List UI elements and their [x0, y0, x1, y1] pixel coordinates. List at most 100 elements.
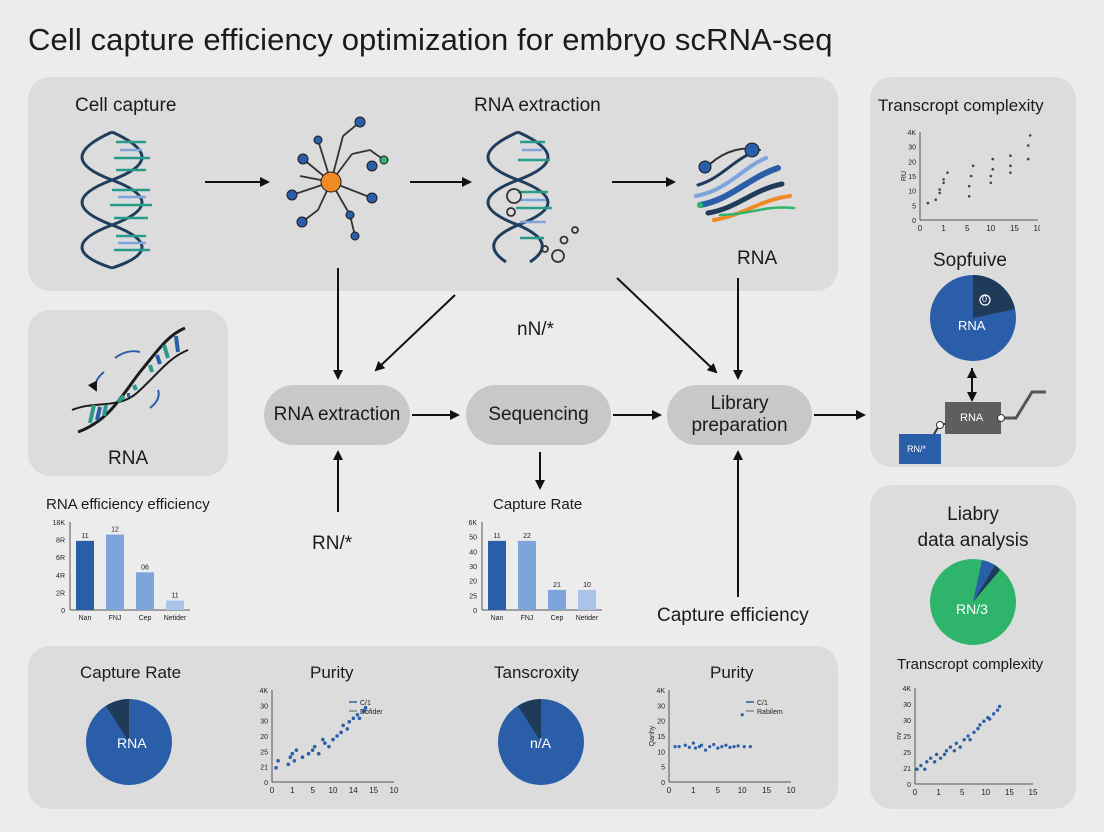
rna-efficiency-chart-title: RNA efficiency efficiency: [46, 496, 210, 513]
right-small-box-label: RN/*: [907, 444, 927, 454]
data-point: [934, 198, 938, 201]
bar: [578, 589, 596, 610]
y-tick-label: 30: [903, 702, 911, 709]
y-tick-label: 30: [657, 703, 665, 710]
data-point: [962, 737, 966, 742]
data-point: [290, 751, 295, 756]
data-point: [740, 713, 744, 717]
y-axis-label: Qanhy: [649, 725, 656, 746]
data-point: [323, 741, 327, 745]
y-axis-label: nv: [896, 732, 903, 740]
y-tick-label: 4K: [907, 130, 916, 137]
data-label: 21: [553, 582, 561, 589]
x-tick-label: 15: [1010, 224, 1019, 233]
data-point: [942, 178, 945, 181]
y-tick-label: 6K: [468, 520, 477, 527]
y-tick-label: 15: [657, 734, 665, 741]
data-point: [1009, 154, 1012, 157]
purity-label-1: Purity: [310, 663, 354, 682]
data-point: [341, 723, 345, 728]
bar: [488, 540, 506, 610]
data-point: [997, 704, 1002, 709]
y-tick-label: 25: [260, 749, 268, 756]
y-tick-label: 10: [657, 749, 665, 756]
data-point: [691, 741, 695, 745]
data-point: [748, 745, 752, 749]
data-point: [967, 184, 971, 188]
x-tick-label: 10: [986, 224, 995, 233]
x-tick-label: 10: [329, 786, 338, 795]
sopfuive-pie-inner: 0: [982, 294, 988, 304]
data-point: [971, 164, 975, 168]
y-tick-label: 2R: [56, 590, 65, 597]
data-point: [361, 709, 366, 714]
analysis-pie-label: RN/3: [956, 601, 988, 617]
data-point: [966, 734, 970, 738]
top-rna-extraction-label: RNA extraction: [474, 95, 601, 116]
transcript-complexity-title: Transcropt complexity: [878, 96, 1044, 115]
data-point: [720, 745, 724, 749]
data-point: [357, 716, 362, 721]
data-point: [673, 745, 677, 749]
data-point: [351, 716, 356, 721]
data-label: 12: [111, 527, 119, 534]
y-tick-label: 4K: [259, 688, 268, 695]
capture-rate-pie-label: RNA: [117, 735, 147, 751]
data-point: [967, 195, 971, 198]
x-tick-label: 5: [716, 786, 721, 795]
nn-label: nN/*: [517, 319, 554, 340]
data-point: [347, 720, 352, 724]
x-tick-label: 5: [310, 786, 315, 795]
data-point: [677, 745, 681, 749]
data-point: [991, 167, 995, 171]
rna-extraction-step[interactable]: RNA extraction: [264, 385, 410, 445]
data-label: 10: [583, 582, 591, 589]
page-title: Cell capture efficiency optimization for…: [28, 22, 833, 57]
y-tick-label: 8R: [56, 538, 65, 545]
data-point: [327, 744, 331, 749]
data-point: [345, 727, 350, 731]
x-tick-label: 0: [918, 224, 923, 233]
y-tick-label: 18K: [53, 520, 66, 527]
x-tick-label: 10: [390, 786, 399, 795]
sequencing-step[interactable]: Sequencing: [466, 385, 611, 445]
x-tick-label: 1: [691, 786, 696, 795]
data-point: [1026, 157, 1030, 161]
data-point: [942, 752, 947, 757]
data-label: 11: [493, 533, 500, 540]
x-tick-label: 10: [981, 788, 990, 797]
x-tick-label: Nan: [491, 615, 504, 622]
y-tick-label: 40: [469, 549, 477, 556]
data-point: [958, 745, 962, 749]
y-tick-label: 5: [661, 765, 665, 772]
data-point: [310, 748, 315, 752]
data-point: [995, 708, 1000, 712]
transcript-scatter-top: 4K3020151050015101510RU: [901, 130, 1040, 233]
legend-label: C/1: [757, 700, 768, 707]
y-tick-label: 6R: [56, 555, 65, 562]
data-point: [286, 762, 291, 767]
x-tick-label: Cep: [139, 615, 152, 622]
data-point: [363, 705, 368, 710]
data-point: [728, 745, 732, 749]
data-point: [938, 188, 941, 191]
data-point: [991, 157, 995, 161]
left-rna-label: RNA: [108, 448, 149, 469]
data-point: [331, 737, 335, 742]
library-preparation-step[interactable]: Library preparation: [667, 385, 812, 445]
rn-label: RN/*: [312, 533, 353, 554]
legend-label: Rabilem: [757, 709, 783, 716]
y-tick-label: 15: [908, 174, 916, 181]
data-point: [742, 745, 746, 749]
data-point: [926, 201, 930, 205]
y-tick-label: 0: [907, 782, 911, 789]
x-tick-label: 15: [369, 786, 378, 795]
y-tick-label: 30: [908, 145, 916, 152]
y-tick-label: 25: [469, 593, 477, 600]
x-tick-label: 5: [960, 788, 965, 797]
right-box-label: RNA: [960, 412, 984, 424]
y-tick-label: 30: [260, 703, 268, 710]
data-point: [712, 742, 716, 747]
